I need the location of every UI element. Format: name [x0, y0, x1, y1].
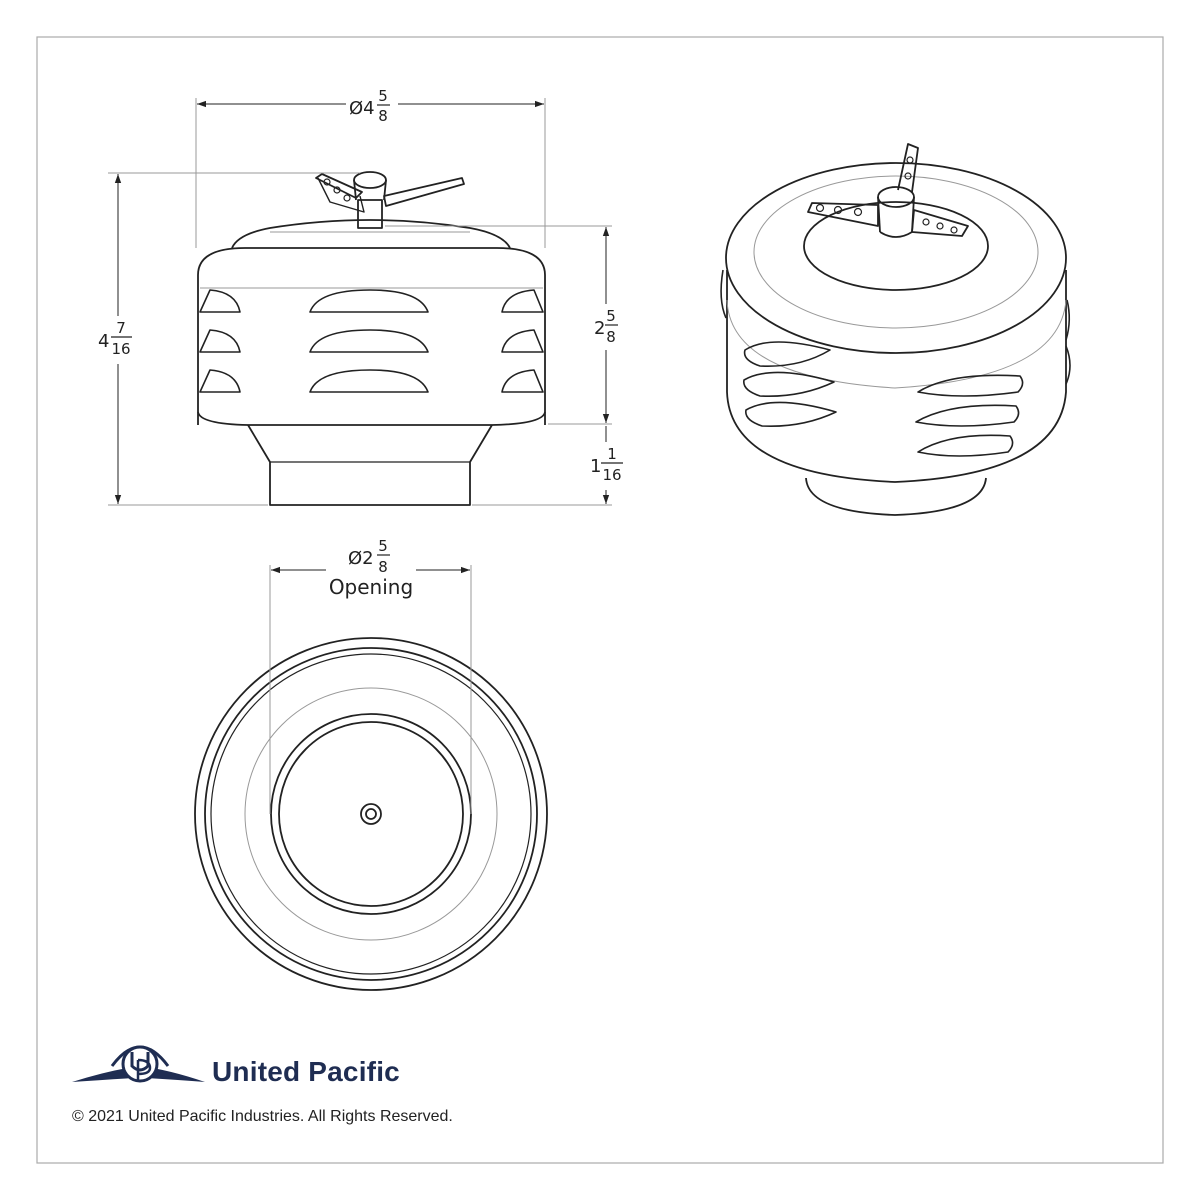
bottom-view-opening	[270, 713, 472, 915]
united-pacific-logo	[72, 1045, 205, 1083]
overall-height-prefix: 4	[98, 331, 109, 352]
front-view-body	[197, 247, 546, 425]
body-height-num: 5	[606, 307, 616, 325]
opening-diameter-den: 8	[378, 558, 388, 576]
overall-height-den: 16	[111, 340, 130, 358]
front-view-louvers	[199, 289, 544, 393]
top-diameter-num: 5	[378, 87, 388, 105]
dimension-opening-diameter	[269, 565, 472, 814]
neck-height-num: 1	[607, 445, 617, 463]
front-view-neck	[247, 424, 493, 506]
top-diameter-den: 8	[378, 107, 388, 125]
opening-diameter-num: 5	[378, 537, 388, 555]
isometric-view-stem	[877, 186, 915, 208]
isometric-view-top	[725, 162, 1067, 354]
opening-label: Opening	[329, 575, 413, 599]
isometric-view	[720, 143, 1071, 516]
iso-wing-left	[807, 202, 879, 227]
overall-height-num: 7	[116, 319, 126, 337]
bottom-view-outer-rim	[194, 637, 548, 991]
iso-wing-right	[911, 209, 969, 237]
dimension-neck-height	[472, 426, 612, 506]
body-height-den: 8	[606, 328, 616, 346]
bottom-view-center-stem	[360, 803, 382, 825]
isometric-view-louvers	[720, 269, 1071, 457]
front-view-dome	[231, 219, 511, 249]
sheet-border	[36, 36, 1164, 1164]
front-view-stem	[357, 199, 383, 229]
dimension-overall-height	[108, 172, 360, 506]
opening-diameter-prefix: Ø2	[348, 548, 374, 569]
copyright-notice: © 2021 United Pacific Industries. All Ri…	[72, 1108, 453, 1125]
isometric-view-neck	[805, 477, 987, 516]
dimension-top-diameter	[195, 98, 546, 248]
top-diameter-prefix: Ø4	[349, 98, 375, 119]
front-view	[197, 171, 546, 506]
wing-nut-right-arm	[383, 177, 465, 207]
dimension-body-height	[385, 225, 612, 425]
neck-height-prefix: 1	[590, 456, 601, 477]
brand-name: United Pacific	[212, 1056, 400, 1087]
body-height-prefix: 2	[594, 318, 605, 339]
neck-height-den: 16	[602, 466, 621, 484]
iso-wing-upright	[897, 143, 919, 193]
bottom-view	[194, 637, 548, 991]
